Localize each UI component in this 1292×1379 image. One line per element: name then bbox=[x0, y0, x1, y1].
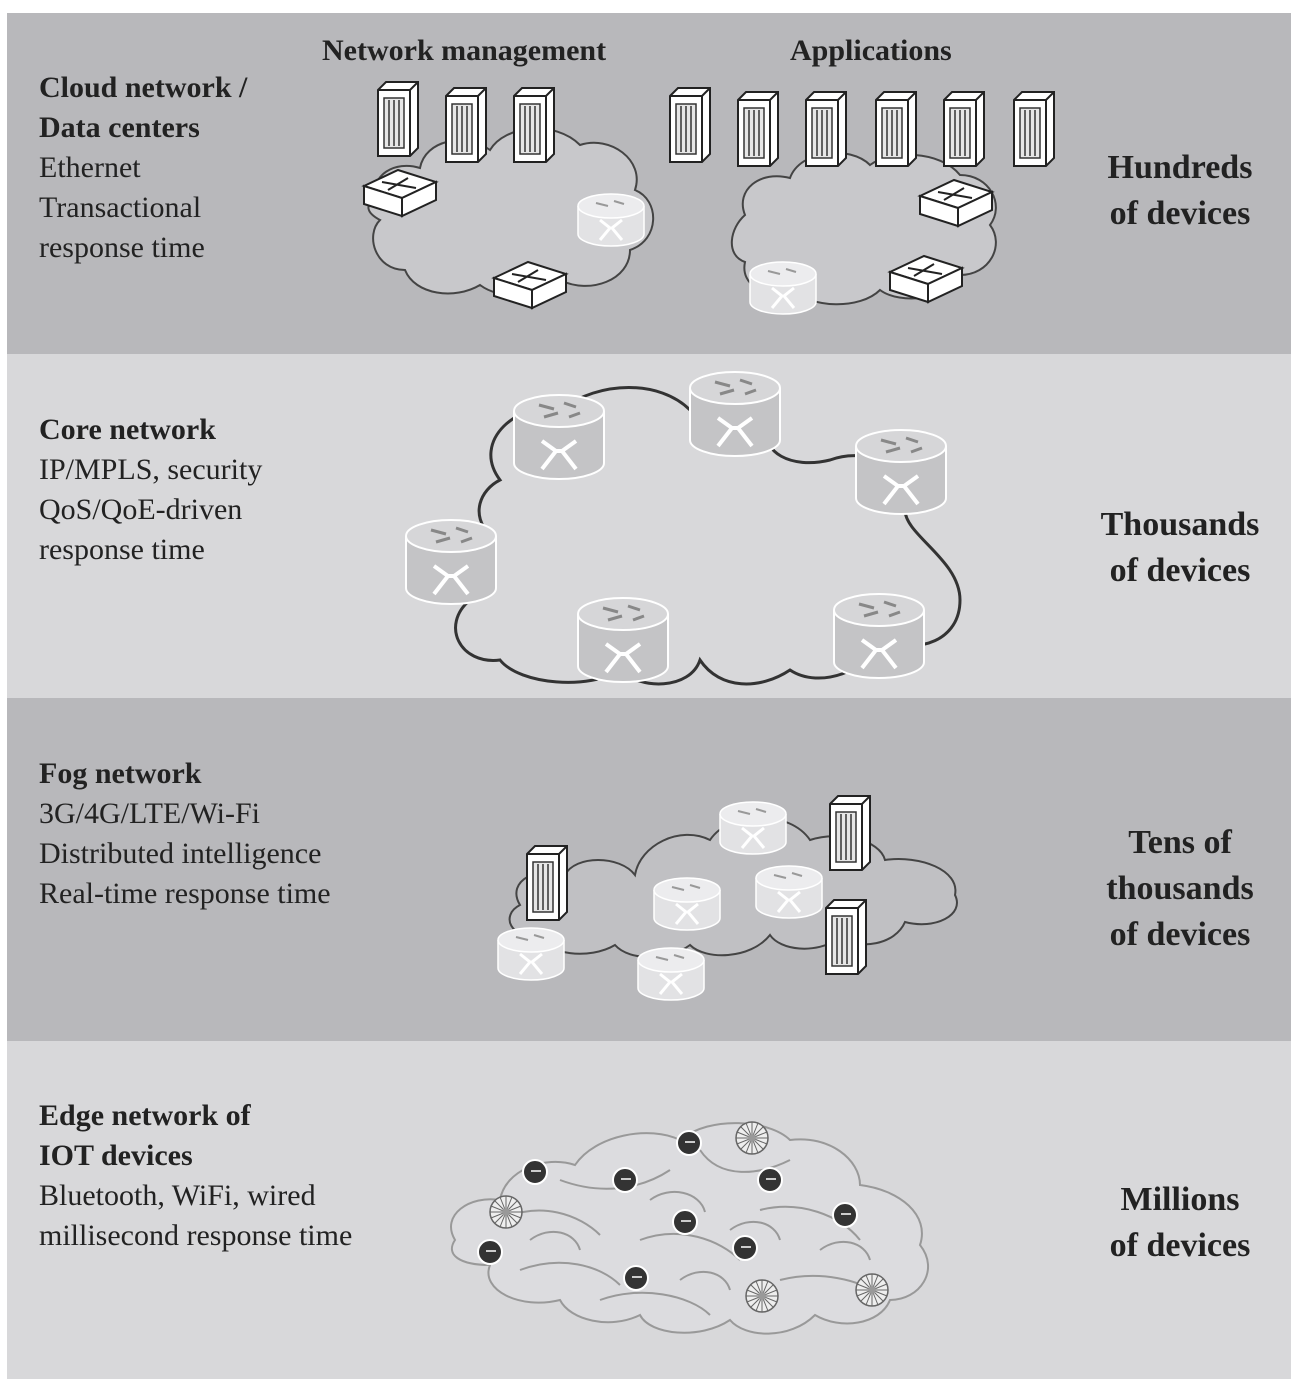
core-layer-detail-line: IP/MPLS, security bbox=[39, 453, 263, 486]
edge-layer-detail-line: millisecond response time bbox=[39, 1219, 353, 1252]
core-layer-detail-line: response time bbox=[39, 533, 205, 566]
core-scale-line: Thousands bbox=[1100, 506, 1260, 543]
server-icon bbox=[737, 91, 779, 167]
edge-layer-description: Edge network of IOT devices Bluetooth, W… bbox=[39, 1096, 352, 1256]
cloud-scale-label: Hundreds of devices bbox=[1070, 145, 1290, 237]
server-icon bbox=[377, 81, 419, 157]
cloud-layer-detail-line: response time bbox=[39, 231, 205, 264]
actuator-icon bbox=[745, 1279, 779, 1313]
network-management-header: Network management bbox=[322, 34, 607, 67]
edge-layer-title-line: Edge network of bbox=[39, 1099, 251, 1132]
cloud-layer-band bbox=[7, 13, 1291, 354]
router-icon bbox=[688, 370, 782, 458]
actuator-icon bbox=[735, 1121, 769, 1155]
sensor-icon bbox=[672, 1209, 698, 1235]
server-icon bbox=[943, 91, 985, 167]
sensor-icon bbox=[832, 1202, 858, 1228]
router-icon bbox=[854, 428, 948, 516]
server-icon bbox=[1013, 91, 1055, 167]
sensor-icon bbox=[477, 1239, 503, 1265]
router-icon bbox=[636, 946, 706, 1002]
fog-layer-title-line: Fog network bbox=[39, 757, 202, 790]
fog-scale-line: of devices bbox=[1109, 916, 1251, 953]
core-scale-label: Thousands of devices bbox=[1070, 502, 1290, 594]
server-icon bbox=[825, 899, 867, 975]
router-icon bbox=[512, 393, 606, 481]
fog-scale-line: Tens of bbox=[1128, 824, 1232, 861]
actuator-icon bbox=[489, 1195, 523, 1229]
edge-layer-detail-line: Bluetooth, WiFi, wired bbox=[39, 1179, 316, 1212]
sensor-icon bbox=[612, 1167, 638, 1193]
applications-header: Applications bbox=[790, 34, 952, 67]
fog-scale-label: Tens of thousands of devices bbox=[1070, 820, 1290, 958]
server-icon bbox=[669, 87, 711, 163]
cloud-scale-line: of devices bbox=[1109, 195, 1251, 232]
fog-layer-detail-line: 3G/4G/LTE/Wi-Fi bbox=[39, 797, 261, 830]
cloud-layer-detail-line: Transactional bbox=[39, 191, 202, 224]
server-icon bbox=[829, 795, 871, 871]
core-scale-line: of devices bbox=[1109, 552, 1251, 589]
server-icon bbox=[526, 845, 568, 921]
cloud-layer-title-line: Cloud network / bbox=[39, 71, 248, 104]
cloud-scale-line: Hundreds bbox=[1107, 149, 1253, 186]
router-icon bbox=[404, 518, 498, 606]
sensor-icon bbox=[732, 1235, 758, 1261]
router-icon bbox=[496, 926, 566, 982]
sensor-icon bbox=[676, 1130, 702, 1156]
router-icon bbox=[576, 596, 670, 684]
fog-layer-description: Fog network 3G/4G/LTE/Wi-Fi Distributed … bbox=[39, 754, 331, 914]
server-icon bbox=[805, 91, 847, 167]
router-icon bbox=[718, 800, 788, 856]
router-icon bbox=[754, 864, 824, 920]
server-icon bbox=[875, 91, 917, 167]
fog-layer-detail-line: Real-time response time bbox=[39, 877, 331, 910]
edge-scale-line: of devices bbox=[1109, 1227, 1251, 1264]
sensor-icon bbox=[757, 1167, 783, 1193]
sensor-icon bbox=[522, 1159, 548, 1185]
edge-scale-label: Millions of devices bbox=[1070, 1177, 1290, 1269]
router-icon bbox=[832, 592, 926, 680]
core-layer-description: Core network IP/MPLS, security QoS/QoE-d… bbox=[39, 410, 262, 570]
router-icon bbox=[576, 192, 646, 248]
router-icon bbox=[652, 876, 722, 932]
cloud-layer-title-line: Data centers bbox=[39, 111, 200, 144]
server-icon bbox=[513, 87, 555, 163]
actuator-icon bbox=[855, 1273, 889, 1307]
cloud-layer-description: Cloud network / Data centers Ethernet Tr… bbox=[39, 68, 247, 268]
router-icon bbox=[748, 260, 818, 316]
fog-layer-detail-line: Distributed intelligence bbox=[39, 837, 322, 870]
fog-scale-line: thousands bbox=[1106, 870, 1254, 907]
core-layer-detail-line: QoS/QoE-driven bbox=[39, 493, 243, 526]
core-layer-title-line: Core network bbox=[39, 413, 216, 446]
server-icon bbox=[445, 87, 487, 163]
sensor-icon bbox=[623, 1265, 649, 1291]
edge-layer-title-line: IOT devices bbox=[39, 1139, 193, 1172]
cloud-layer-detail-line: Ethernet bbox=[39, 151, 141, 184]
edge-scale-line: Millions bbox=[1120, 1181, 1240, 1218]
